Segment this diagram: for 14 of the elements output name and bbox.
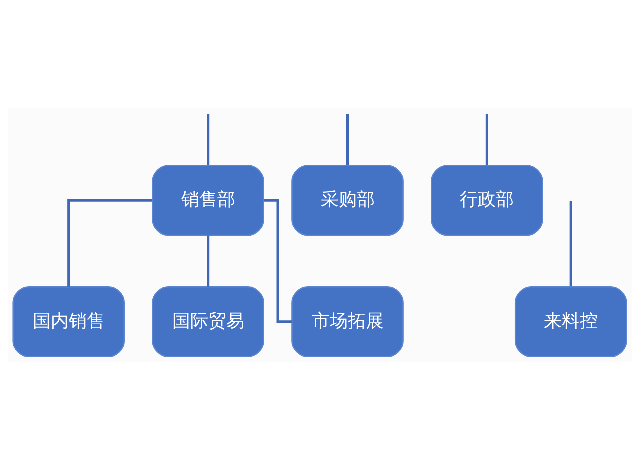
node-box: 来料控	[514, 286, 628, 358]
connector	[68, 199, 152, 287]
node-box: 行政部	[431, 165, 544, 236]
connector	[264, 199, 292, 324]
connector	[346, 114, 350, 166]
connector	[570, 201, 572, 287]
connector	[207, 236, 210, 287]
node-box: 国内销售	[12, 286, 126, 358]
node-box: 采购部	[292, 165, 404, 236]
connector	[486, 114, 488, 166]
node-box: 销售部	[152, 165, 264, 236]
connector	[207, 114, 210, 166]
node-box: 市场拓展	[292, 286, 404, 358]
node-box: 国际贸易	[152, 286, 264, 358]
